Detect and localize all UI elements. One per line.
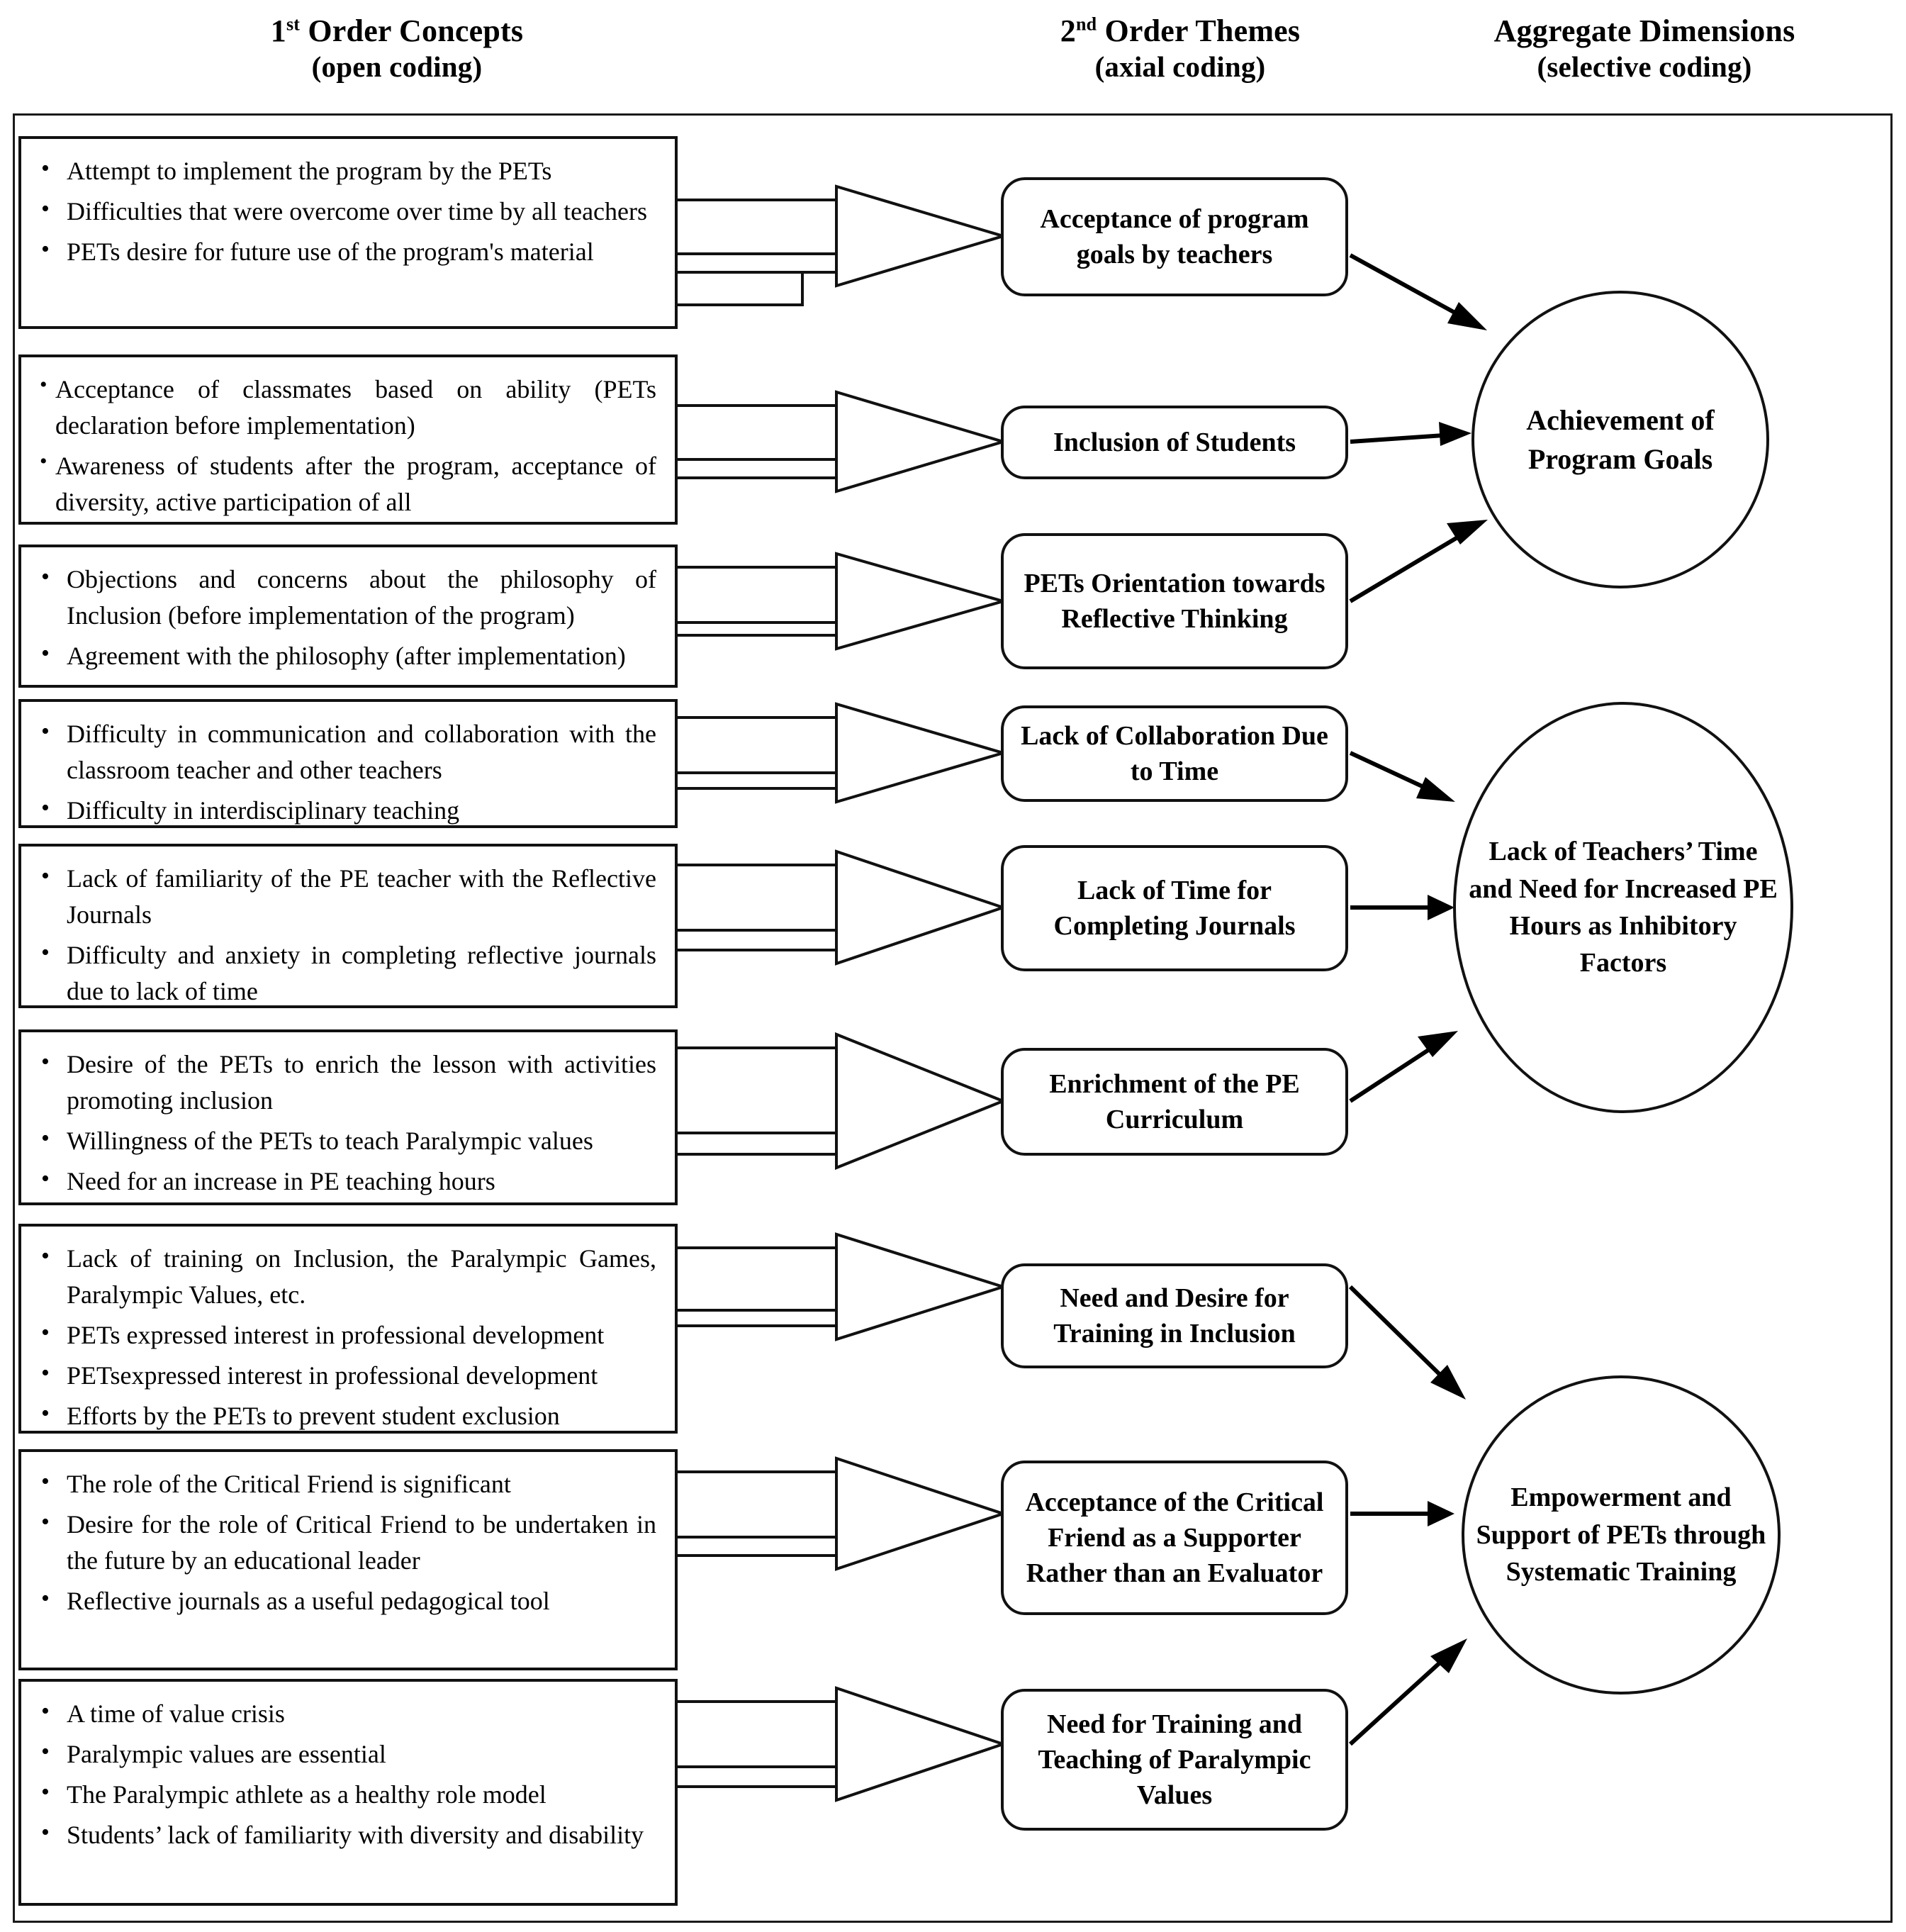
aggregate-dimension-circle[interactable]: Empowerment and Support of PETs through … [1462,1375,1781,1694]
concept-list: Lack of familiarity of the PE teacher wi… [40,859,656,1010]
concept-item: Efforts by the PETs to prevent student e… [40,1397,656,1434]
first-order-concept-box[interactable]: Attempt to implement the program by the … [18,136,678,329]
concept-item: The Paralympic athlete as a healthy role… [40,1775,656,1813]
concept-list: Objections and concerns about the philos… [40,560,656,674]
ordinal-suffix: nd [1075,13,1097,35]
concept-list: The role of the Critical Friend is signi… [40,1465,656,1619]
concept-item: Attempt to implement the program by the … [40,152,656,189]
second-order-theme-box[interactable]: Inclusion of Students [1001,406,1348,479]
first-order-concept-box[interactable]: Objections and concerns about the philos… [18,545,678,688]
first-order-concept-box[interactable]: Acceptance of classmates based on abilit… [18,354,678,525]
concept-item: Students’ lack of familiarity with diver… [40,1816,656,1853]
aggregate-dimension-circle[interactable]: Achievement of Program Goals [1471,291,1769,588]
concept-item: Objections and concerns about the philos… [40,560,656,634]
concept-item: A time of value crisis [40,1694,656,1732]
second-order-theme-box[interactable]: PETs Orientation towards Reflective Thin… [1001,533,1348,669]
concept-item: Paralympic values are essential [40,1735,656,1772]
theme-label: Need and Desire for Training in Inclusio… [1053,1283,1296,1349]
column-header-first-order-subtitle: (open coding) [311,50,483,83]
second-order-theme-box[interactable]: Acceptance of the Critical Friend as a S… [1001,1461,1348,1615]
concept-item: Acceptance of classmates based on abilit… [40,370,656,444]
second-order-theme-box[interactable]: Need and Desire for Training in Inclusio… [1001,1263,1348,1368]
concept-item: Difficulties that were overcome over tim… [40,192,656,230]
concept-item: PETs expressed interest in professional … [40,1316,656,1353]
second-order-theme-box[interactable]: Enrichment of the PE Curriculum [1001,1048,1348,1156]
dimension-label: Achievement of Program Goals [1526,403,1715,475]
theme-label: Lack of Time for Completing Journals [1053,875,1296,941]
concept-list: Difficulty in communication and collabor… [40,715,656,829]
concept-item: Desire for the role of Critical Friend t… [40,1505,656,1579]
theme-label: Acceptance of the Critical Friend as a S… [1025,1487,1324,1589]
concept-item: The role of the Critical Friend is signi… [40,1465,656,1502]
concept-item: Difficulty in interdisciplinary teaching [40,791,656,829]
column-header-first-order-title: 1st Order Concepts [271,13,523,48]
column-header-first-order-text: Order Concepts [300,13,524,48]
concept-item: PETs desire for future use of the progra… [40,233,656,270]
first-order-concept-box[interactable]: Lack of training on Inclusion, the Paral… [18,1224,678,1434]
first-order-concept-box[interactable]: Difficulty in communication and collabor… [18,699,678,828]
first-order-concept-box[interactable]: Desire of the PETs to enrich the lesson … [18,1029,678,1205]
concept-list: Acceptance of classmates based on abilit… [40,370,656,520]
concept-item: Need for an increase in PE teaching hour… [40,1162,656,1200]
second-order-theme-box[interactable]: Need for Training and Teaching of Paraly… [1001,1689,1348,1831]
concept-list: Lack of training on Inclusion, the Paral… [40,1239,656,1435]
theme-label: Lack of Collaboration Due to Time [1021,720,1328,786]
theme-label: Enrichment of the PE Curriculum [1049,1068,1300,1134]
column-header-second-order-title: 2nd Order Themes [1060,13,1300,48]
column-header-second-order-text: Order Themes [1097,13,1301,48]
concept-list: Desire of the PETs to enrich the lesson … [40,1045,656,1200]
theme-label: PETs Orientation towards Reflective Thin… [1024,568,1325,634]
concept-item: Lack of training on Inclusion, the Paral… [40,1239,656,1313]
concept-item: Agreement with the philosophy (after imp… [40,637,656,674]
diagram-frame [13,113,1893,1923]
concept-item: Reflective journals as a useful pedagogi… [40,1582,656,1619]
concept-item: PETsexpressed interest in professional d… [40,1356,656,1394]
first-order-concept-box[interactable]: A time of value crisis Paralympic values… [18,1679,678,1906]
column-header-aggregate-subtitle: (selective coding) [1537,50,1752,83]
concept-item: Willingness of the PETs to teach Paralym… [40,1122,656,1159]
column-header-first-order: 1st Order Concepts (open coding) [85,13,709,84]
second-order-theme-box[interactable]: Acceptance of program goals by teachers [1001,177,1348,296]
dimension-label: Lack of Teachers’ Time and Need for Incr… [1469,837,1778,978]
dimension-label: Empowerment and Support of PETs through … [1476,1482,1766,1587]
ordinal-number: 1 [270,13,286,48]
theme-label: Acceptance of program goals by teachers [1040,203,1309,269]
concept-item: Awareness of students after the program,… [40,447,656,520]
concept-item: Difficulty in communication and collabor… [40,715,656,788]
theme-label: Need for Training and Teaching of Paraly… [1038,1709,1311,1811]
second-order-theme-box[interactable]: Lack of Time for Completing Journals [1001,845,1348,971]
concept-item: Lack of familiarity of the PE teacher wi… [40,859,656,933]
column-header-aggregate: Aggregate Dimensions (selective coding) [1396,13,1893,84]
aggregate-dimension-circle[interactable]: Lack of Teachers’ Time and Need for Incr… [1453,702,1793,1113]
column-header-second-order-subtitle: (axial coding) [1094,50,1266,83]
concept-list: Attempt to implement the program by the … [40,152,656,270]
ordinal-number: 2 [1060,13,1076,48]
column-header-second-order: 2nd Order Themes (axial coding) [907,13,1453,84]
concept-list: A time of value crisis Paralympic values… [40,1694,656,1853]
first-order-concept-box[interactable]: The role of the Critical Friend is signi… [18,1449,678,1670]
column-header-aggregate-title: Aggregate Dimensions [1493,13,1795,48]
theme-label: Inclusion of Students [1053,427,1296,457]
ordinal-suffix: st [286,13,301,35]
first-order-concept-box[interactable]: Lack of familiarity of the PE teacher wi… [18,844,678,1008]
concept-item: Desire of the PETs to enrich the lesson … [40,1045,656,1119]
second-order-theme-box[interactable]: Lack of Collaboration Due to Time [1001,705,1348,802]
concept-item: Difficulty and anxiety in completing ref… [40,936,656,1010]
